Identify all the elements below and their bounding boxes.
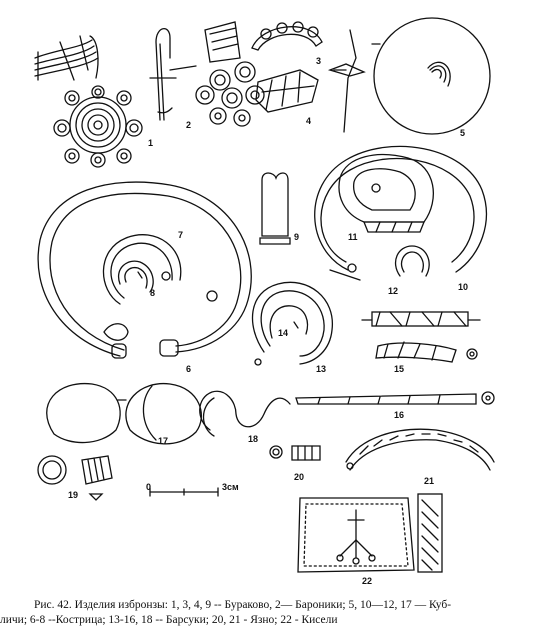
item-number-8: 8 [150,288,155,298]
item-number-7: 7 [178,230,183,240]
item-number-9: 9 [294,232,299,242]
artifact-4-twisted-fragment [255,69,319,113]
artifact-20-beads [269,445,321,461]
artifact-3-arc-ornament [251,21,323,51]
scale-bar [149,487,219,497]
item-number-3: 3 [316,56,321,66]
artifact-16-rod [295,391,495,405]
item-number-12: 12 [388,286,398,296]
artifact-1-spiral-pendant [34,35,143,168]
scale-zero-label: 0 [146,482,151,492]
artifact-11-buckle [338,153,434,233]
item-number-17: 17 [158,436,168,446]
artifact-14-coil [269,305,309,339]
artifact-21-twisted-bracelet [345,428,495,471]
artifact-13-ring [251,281,333,366]
artifact-22-mould [297,493,443,573]
item-number-21: 21 [424,476,434,486]
item-number-19: 19 [68,490,78,500]
artifact-19-rings [37,455,113,501]
scale-end-label: 3см [222,482,239,492]
artifact-17-shells [46,382,202,445]
item-number-5: 5 [460,128,465,138]
figure-caption: Рис. 42. Изделия избронзы: 1, 3, 4, 9 --… [0,598,534,628]
item-number-14: 14 [278,328,288,338]
item-number-11: 11 [348,232,358,242]
item-number-20: 20 [294,472,304,482]
item-number-10: 10 [458,282,468,292]
item-number-13: 13 [316,364,326,374]
artifact-2-hook-pin [149,28,197,121]
item-number-22: 22 [362,576,372,586]
item-number-15: 15 [394,364,404,374]
artifact-2-spiral-plaque [195,21,265,127]
artifact-6-large-torque [37,181,252,359]
item-number-1: 1 [148,138,153,148]
artifact-5-disc [373,17,491,135]
artifact-10-open-ring [314,145,487,281]
artifact-9-pendant [259,172,291,245]
item-number-2: 2 [186,120,191,130]
artifact-15-bar [361,311,481,363]
artifact-blade [327,29,381,133]
caption-line-1: Рис. 42. Изделия избронзы: 1, 3, 4, 9 --… [34,599,452,611]
item-number-18: 18 [248,434,258,444]
artifact-18-s-hook [199,390,291,437]
artifact-12-small-ring [395,245,430,277]
caption-line-2: личи; 6-8 --Кострица; 13-16, 18 -- Барсу… [0,614,338,626]
artifact-8-small-ring [117,260,171,293]
artifact-7-ring [102,234,182,305]
item-number-6: 6 [186,364,191,374]
item-number-4: 4 [306,116,311,126]
item-number-16: 16 [394,410,404,420]
